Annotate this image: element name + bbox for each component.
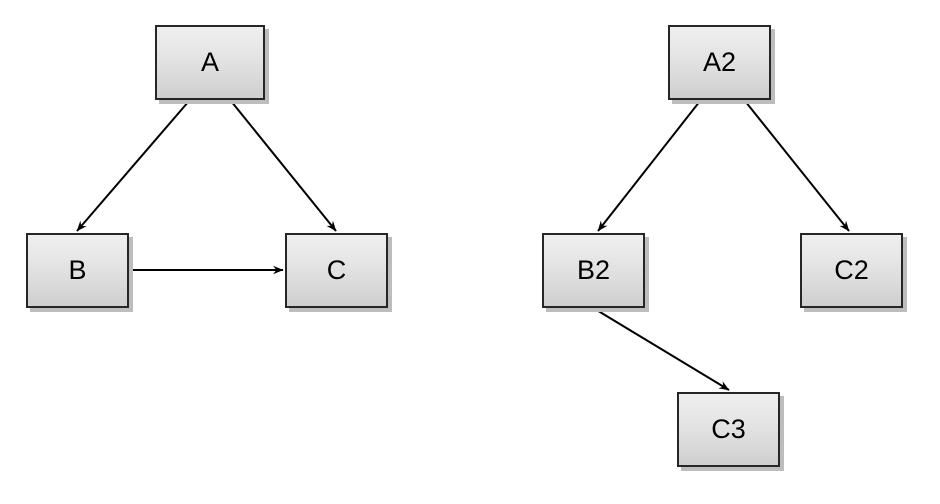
node-a[interactable]: A [155,25,265,100]
node-c3[interactable]: C3 [677,392,780,467]
node-c2[interactable]: C2 [800,233,903,308]
node-label: A2 [702,47,737,77]
node-c[interactable]: C [285,233,388,308]
edge-a-to-c[interactable] [230,100,337,232]
node-label: B2 [576,255,611,285]
node-label: B [68,255,87,285]
node-label: C3 [711,414,746,444]
node-label: C [326,255,347,285]
edge-b2-to-c3[interactable] [594,308,730,391]
node-label: A [200,47,219,77]
edge-a2-to-c2[interactable] [744,100,850,232]
edges-group [76,100,850,391]
node-a2[interactable]: A2 [668,25,771,100]
edge-a2-to-b2[interactable] [597,100,701,232]
node-b[interactable]: B [26,233,129,308]
node-label: C2 [834,255,869,285]
edge-a-to-b[interactable] [76,100,190,232]
node-b2[interactable]: B2 [542,233,645,308]
